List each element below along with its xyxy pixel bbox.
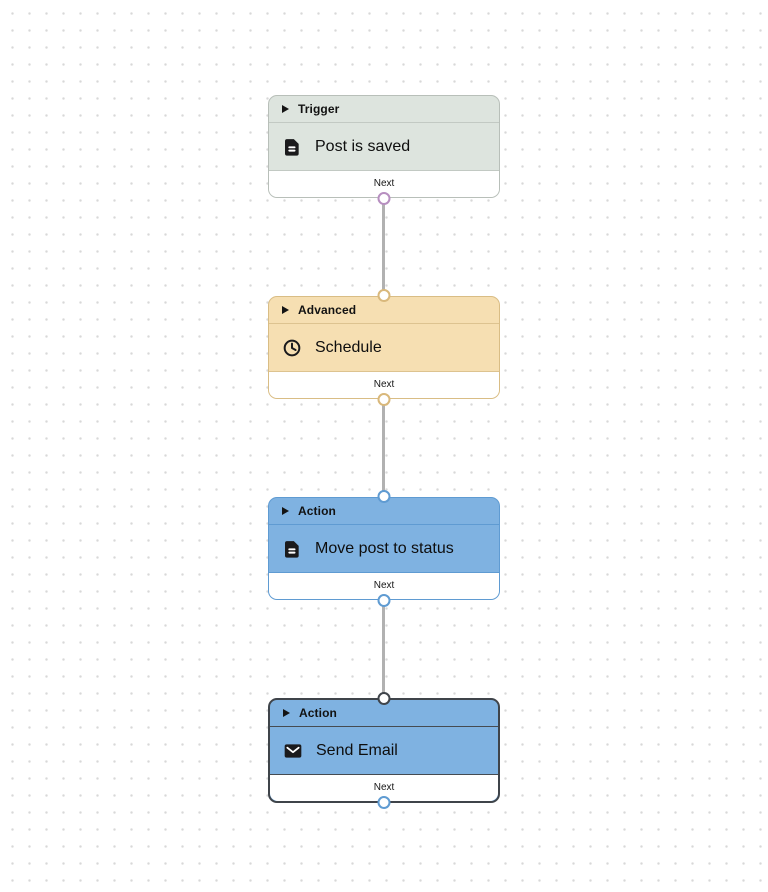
input-port-handle[interactable] bbox=[377, 692, 391, 705]
output-port-handle[interactable] bbox=[377, 393, 391, 406]
input-port-handle[interactable] bbox=[377, 490, 391, 503]
connector-edge[interactable] bbox=[382, 598, 385, 699]
node-body: Schedule bbox=[269, 324, 499, 371]
node-category-label: Action bbox=[298, 504, 336, 518]
node-title: Move post to status bbox=[315, 539, 454, 557]
output-port-handle[interactable] bbox=[377, 594, 391, 607]
node-category-label: Trigger bbox=[298, 102, 340, 116]
node-header[interactable]: Action bbox=[269, 498, 499, 525]
node-title: Post is saved bbox=[315, 137, 411, 155]
output-port-handle[interactable] bbox=[377, 192, 391, 205]
output-port-handle[interactable] bbox=[377, 796, 391, 809]
input-port-handle[interactable] bbox=[377, 289, 391, 302]
next-port-label: Next bbox=[373, 782, 395, 793]
clock-icon bbox=[282, 338, 302, 358]
node-category-label: Advanced bbox=[298, 303, 357, 317]
node-header[interactable]: Trigger bbox=[269, 96, 499, 123]
next-port-label: Next bbox=[373, 178, 395, 189]
next-port-label: Next bbox=[373, 580, 395, 591]
expand-triangle-icon bbox=[282, 507, 289, 515]
workflow-node-trigger[interactable]: Trigger Post is saved Next bbox=[268, 95, 500, 205]
node-body: Post is saved bbox=[269, 123, 499, 170]
envelope-icon bbox=[283, 741, 303, 761]
node-body: Move post to status bbox=[269, 525, 499, 572]
node-body: Send Email bbox=[270, 727, 498, 774]
node-title: Send Email bbox=[316, 741, 398, 759]
document-icon bbox=[282, 539, 302, 559]
expand-triangle-icon bbox=[283, 709, 290, 717]
connector-edge[interactable] bbox=[382, 196, 385, 297]
expand-triangle-icon bbox=[282, 306, 289, 314]
next-port-label: Next bbox=[373, 379, 395, 390]
workflow-node-move-post[interactable]: Action Move post to status Next bbox=[268, 490, 500, 607]
workflow-node-send-email[interactable]: Action Send Email Next bbox=[268, 692, 500, 809]
workflow-node-schedule[interactable]: Advanced Schedule Next bbox=[268, 289, 500, 406]
connector-edge[interactable] bbox=[382, 397, 385, 498]
node-category-label: Action bbox=[299, 706, 337, 720]
node-header[interactable]: Action bbox=[270, 700, 498, 727]
node-header[interactable]: Advanced bbox=[269, 297, 499, 324]
expand-triangle-icon bbox=[282, 105, 289, 113]
node-title: Schedule bbox=[315, 338, 382, 356]
document-icon bbox=[282, 137, 302, 157]
